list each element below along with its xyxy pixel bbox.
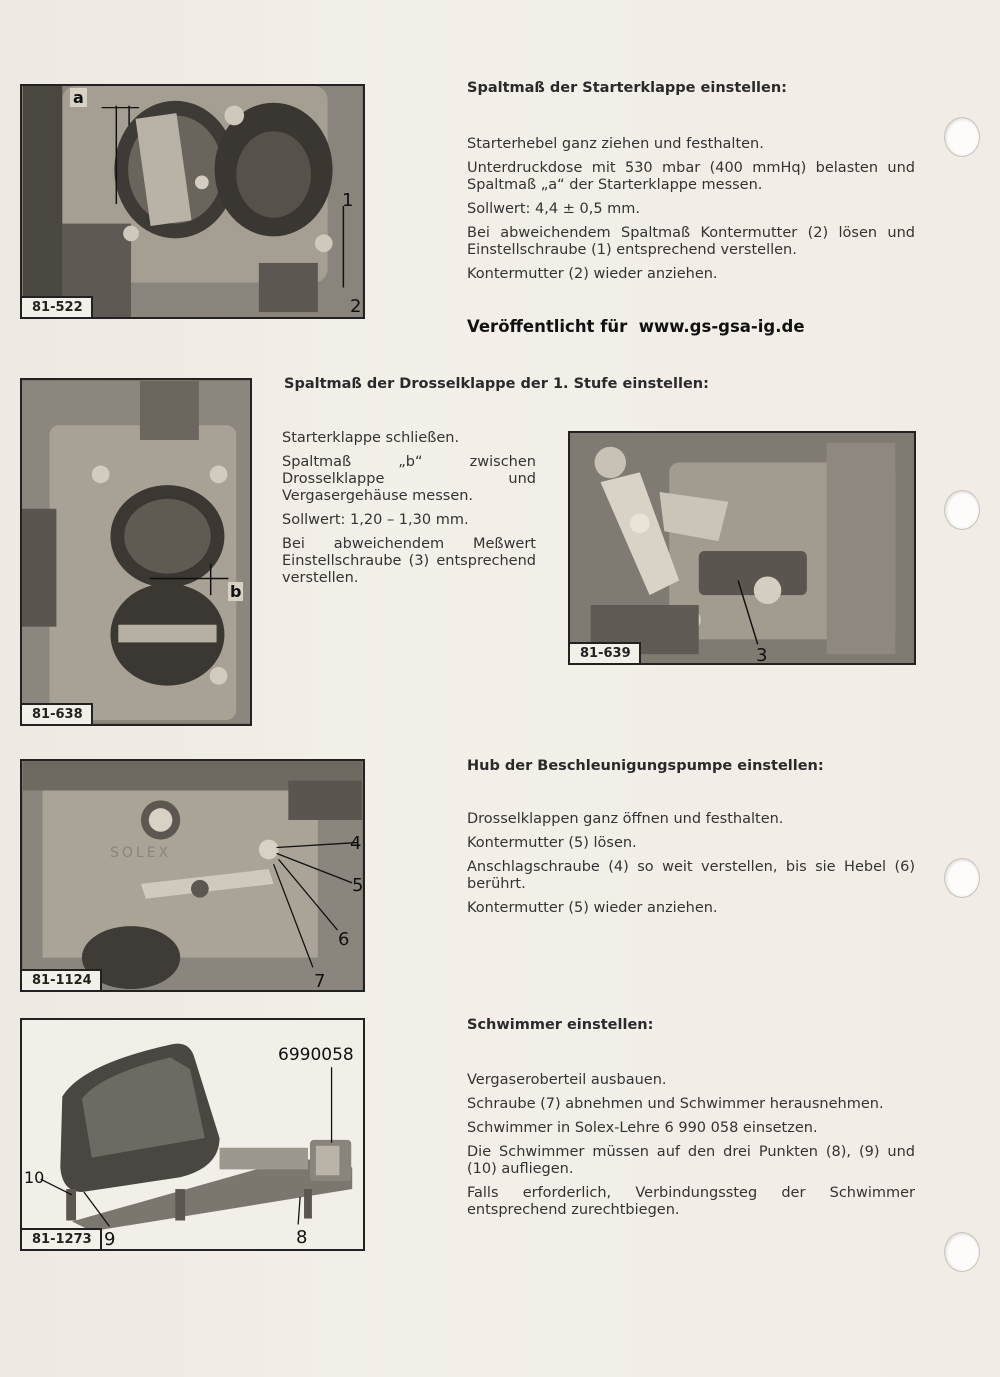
text-accelerator-pump: Drosselklappen ganz öffnen und festhalte…	[467, 811, 915, 924]
binder-hole	[944, 117, 980, 157]
callout-2: 2	[350, 296, 362, 317]
text-throttle-gap: Starterklappe schließen. Spaltmaß „b“ zw…	[282, 430, 536, 594]
heading-float: Schwimmer einstellen:	[467, 1017, 654, 1033]
paragraph: Kontermutter (5) wieder anziehen.	[467, 900, 718, 916]
callout-5: 5	[352, 875, 364, 896]
figure-code: 81-1273	[22, 1228, 102, 1249]
paragraph: Anschlagschraube (4) so weit verstellen,…	[467, 859, 915, 892]
callout-10: 10	[24, 1168, 45, 1187]
paragraph: Falls erforderlich, Verbindungssteg der …	[467, 1185, 915, 1218]
figure-accelerator-pump: SOLEX 4 5 6 7 81-1124	[20, 759, 365, 992]
paragraph: Spaltmaß „b“ zwischen Drosselklappe und …	[282, 454, 536, 504]
heading-accelerator-pump: Hub der Beschleunigungspumpe einstellen:	[467, 758, 824, 774]
paragraph: Drosselklappen ganz öffnen und festhalte…	[467, 811, 784, 827]
carburetor-bottom-photo	[22, 381, 250, 723]
binder-hole	[944, 858, 980, 898]
figure-float: 6990058 10 9 8 81-1273	[20, 1018, 365, 1251]
callout-b: b	[228, 582, 244, 601]
text-float: Vergaseroberteil ausbauen. Schraube (7) …	[467, 1072, 915, 1226]
paragraph: Kontermutter (5) lösen.	[467, 835, 637, 851]
paragraph: Schwimmer in Solex-Lehre 6 990 058 einse…	[467, 1120, 818, 1136]
carburetor-side-photo	[22, 761, 363, 990]
paragraph: Starterklappe schließen.	[282, 430, 460, 446]
paragraph: Sollwert: 4,4 ± 0,5 mm.	[467, 201, 641, 217]
figure-code: 81-639	[570, 642, 641, 663]
figure-adjusting-screw: 3 81-639	[568, 431, 916, 665]
callout-4: 4	[350, 833, 362, 854]
carburetor-top-photo	[22, 86, 363, 317]
paragraph: Starterhebel ganz ziehen und festhalten.	[467, 136, 764, 152]
paragraph: Die Schwimmer müssen auf den drei Punkte…	[467, 1144, 915, 1177]
callout-7: 7	[314, 971, 326, 992]
callout-1: 1	[342, 190, 354, 211]
heading-starter-flap: Spaltmaß der Starterklappe einstellen:	[467, 80, 787, 96]
callout-a: a	[70, 88, 87, 107]
callout-8: 8	[296, 1227, 308, 1248]
solex-embossing: SOLEX	[110, 845, 172, 861]
figure-throttle-gap: b 81-638	[20, 378, 252, 726]
float-gauge-photo	[22, 1020, 363, 1249]
published-notice: Veröffentlicht für www.gs-gsa-ig.de	[467, 317, 805, 336]
callout-6: 6	[338, 929, 350, 950]
callout-6990058: 6990058	[278, 1045, 354, 1065]
paragraph: Sollwert: 1,20 – 1,30 mm.	[282, 512, 469, 528]
paragraph: Kontermutter (2) wieder anziehen.	[467, 266, 718, 282]
callout-9: 9	[104, 1229, 116, 1250]
figure-starter-flap: a 1 2 81-522	[20, 84, 365, 319]
figure-code: 81-522	[22, 296, 93, 317]
figure-code: 81-638	[22, 703, 93, 724]
text-starter-flap: Starterhebel ganz ziehen und festhalten.…	[467, 136, 915, 290]
paragraph: Bei abweichendem Meßwert Einstellschraub…	[282, 536, 536, 586]
heading-throttle-gap: Spaltmaß der Drosselklappe der 1. Stufe …	[284, 376, 709, 392]
paragraph: Bei abweichendem Spaltmaß Kontermutter (…	[467, 225, 915, 258]
callout-3: 3	[756, 645, 768, 665]
binder-hole	[944, 1232, 980, 1272]
paragraph: Unterdruckdose mit 530 mbar (400 mmHq) b…	[467, 160, 915, 193]
throttle-linkage-photo	[570, 433, 914, 663]
figure-code: 81-1124	[22, 969, 102, 990]
binder-hole	[944, 490, 980, 530]
paragraph: Schraube (7) abnehmen und Schwimmer hera…	[467, 1096, 884, 1112]
paragraph: Vergaseroberteil ausbauen.	[467, 1072, 667, 1088]
